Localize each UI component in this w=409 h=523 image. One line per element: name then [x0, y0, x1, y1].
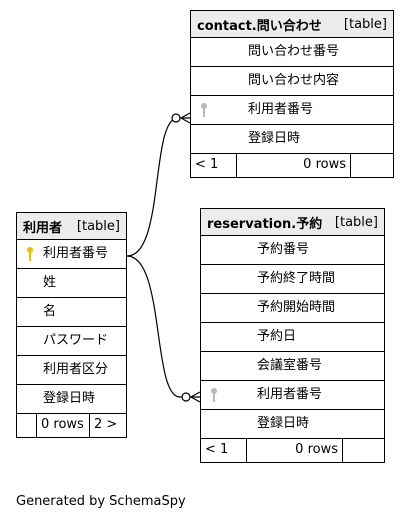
- table-name: 利用者: [23, 220, 63, 236]
- parents-count[interactable]: [17, 414, 37, 437]
- generator-caption: Generated by SchemaSpy: [16, 494, 186, 509]
- relation-user-to-contact: [126, 117, 190, 257]
- column-name: 姓: [43, 275, 57, 290]
- column-row[interactable]: 登録日時: [17, 385, 126, 414]
- column-name: 利用者番号: [43, 246, 109, 261]
- column-name: 登録日時: [43, 391, 96, 406]
- foreign-key-icon: [211, 388, 217, 402]
- column-name: 利用者番号: [257, 387, 323, 402]
- column-row[interactable]: 登録日時: [191, 125, 393, 154]
- primary-key-icon: [27, 247, 33, 261]
- column-name: 登録日時: [248, 131, 301, 146]
- column-name: 予約番号: [257, 242, 310, 257]
- column-name: 利用者番号: [248, 102, 314, 117]
- relation-reservation-optional-marker: [181, 392, 191, 402]
- row-count: 0 rows: [37, 414, 90, 437]
- table-footer: < 1 0 rows: [191, 154, 393, 177]
- column-row[interactable]: 問い合わせ内容: [191, 67, 393, 96]
- column-name: 問い合わせ内容: [248, 73, 340, 88]
- column-row[interactable]: 利用者番号: [201, 381, 384, 410]
- table-kind: [table]: [76, 218, 120, 234]
- relation-contact-many-marker: [179, 112, 191, 124]
- column-row[interactable]: 予約終了時間: [201, 265, 384, 294]
- column-row[interactable]: 利用者番号: [191, 96, 393, 125]
- column-row[interactable]: 登録日時: [201, 410, 384, 439]
- table-name: reservation.予約: [207, 216, 323, 232]
- row-count: 0 rows: [237, 154, 351, 177]
- children-count[interactable]: 2 >: [94, 417, 118, 432]
- foreign-key-icon: [201, 103, 207, 117]
- children-count[interactable]: [351, 154, 393, 177]
- table-kind: [table]: [343, 16, 387, 32]
- table-kind: [table]: [334, 214, 378, 230]
- column-row[interactable]: 問い合わせ番号: [191, 38, 393, 67]
- parents-count[interactable]: < 1: [201, 439, 247, 462]
- column-name: 登録日時: [257, 416, 310, 431]
- parents-count[interactable]: < 1: [191, 154, 237, 177]
- column-row[interactable]: 姓: [17, 269, 126, 298]
- column-name: 予約日: [257, 329, 297, 344]
- table-name: contact.問い合わせ: [197, 18, 322, 34]
- column-row[interactable]: 利用者番号: [17, 240, 126, 269]
- children-count[interactable]: [343, 439, 384, 462]
- column-name: 問い合わせ番号: [248, 44, 340, 59]
- table-contact[interactable]: contact.問い合わせ [table] 問い合わせ番号 問い合わせ内容 利用…: [190, 10, 394, 178]
- table-reservation[interactable]: reservation.予約 [table] 予約番号 予約終了時間 予約開始時…: [200, 208, 385, 463]
- relation-user-to-reservation: [126, 255, 200, 398]
- column-name: 名: [43, 304, 57, 319]
- table-footer: < 1 0 rows: [201, 439, 384, 462]
- column-row[interactable]: 予約番号: [201, 236, 384, 265]
- column-row[interactable]: 予約日: [201, 323, 384, 352]
- column-row[interactable]: 予約開始時間: [201, 294, 384, 323]
- relation-reservation-many-marker: [189, 391, 201, 403]
- column-row[interactable]: 利用者区分: [17, 356, 126, 385]
- row-count: 0 rows: [247, 439, 343, 462]
- column-row[interactable]: パスワード: [17, 327, 126, 356]
- table-header[interactable]: 利用者 [table]: [17, 213, 126, 240]
- table-footer: 0 rows 2 >: [17, 414, 126, 437]
- table-header[interactable]: contact.問い合わせ [table]: [191, 11, 393, 38]
- column-name: 会議室番号: [257, 358, 323, 373]
- column-name: パスワード: [43, 333, 109, 348]
- table-header[interactable]: reservation.予約 [table]: [201, 209, 384, 236]
- column-row[interactable]: 会議室番号: [201, 352, 384, 381]
- table-user[interactable]: 利用者 [table] 利用者番号 姓 名 パスワード 利用者区分 登録日時 0…: [16, 212, 127, 438]
- relation-contact-optional-marker: [171, 113, 181, 123]
- column-row[interactable]: 名: [17, 298, 126, 327]
- column-name: 利用者区分: [43, 362, 109, 377]
- column-name: 予約開始時間: [257, 300, 336, 315]
- column-name: 予約終了時間: [257, 271, 336, 286]
